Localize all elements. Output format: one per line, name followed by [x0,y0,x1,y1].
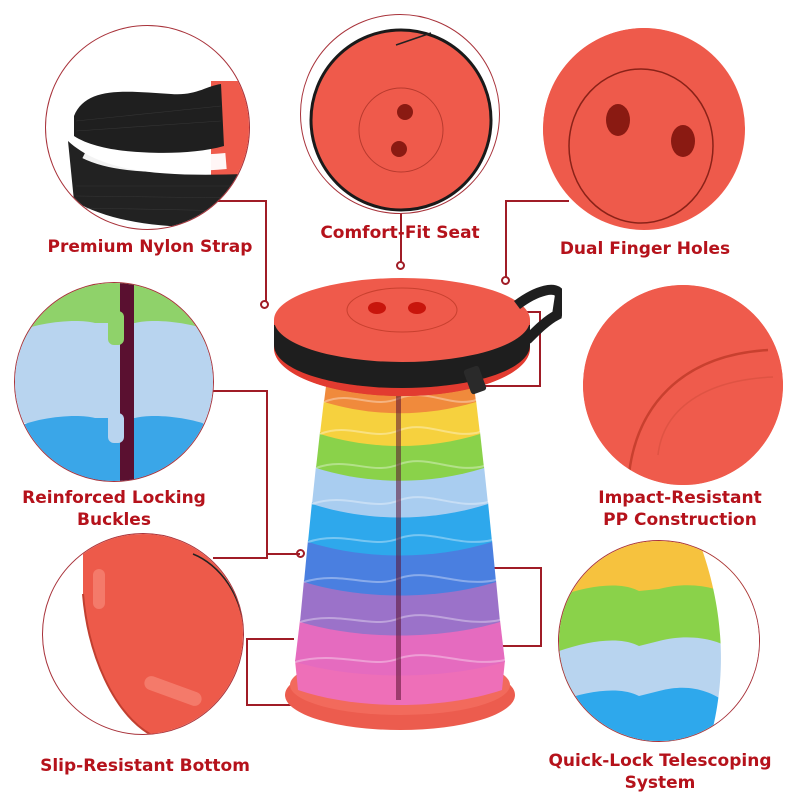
connector-telescoping [478,567,542,647]
label-comfort-seat: Comfort-Fit Seat [320,223,480,243]
connector-seat [400,210,402,265]
connector-dot-strap [260,300,269,309]
label-slip-resistant-bottom: Slip-Resistant Bottom [40,756,250,776]
label-locking-buckles-line1: Reinforced Locking [22,488,206,508]
label-nylon-strap: Premium Nylon Strap [47,237,253,257]
label-pp-construction-line1: Impact-Resistant [598,488,762,508]
connector-bottom [246,638,294,706]
detail-image-slip-resistant-bottom [42,533,244,735]
label-pp-construction-line2: PP Construction [603,510,757,530]
label-telescoping-system-line1: Quick-Lock Telescoping [548,751,772,771]
connector-dot-seat [396,261,405,270]
detail-image-nylon-strap [45,25,250,230]
label-locking-buckles-line2: Buckles [77,510,151,530]
product-image-telescoping-stool [262,270,562,740]
label-telescoping-system-line2: System [624,773,696,793]
label-finger-holes: Dual Finger Holes [559,239,731,259]
label-pp-construction: Impact-Resistant PP Construction [570,487,790,531]
detail-image-pp-construction [583,285,783,485]
connector-dot-holes [501,276,510,285]
detail-image-comfort-seat [300,14,500,214]
label-telescoping-system: Quick-Lock Telescoping System [530,750,790,794]
detail-image-telescoping-system [558,540,760,742]
label-locking-buckles: Reinforced Locking Buckles [14,487,214,531]
detail-image-finger-holes [543,28,745,230]
connector-buckles-h [266,553,300,555]
detail-image-locking-buckles [14,282,214,482]
connector-strap [213,200,267,308]
connector-holes [505,200,569,282]
connector-buckles [213,390,268,559]
